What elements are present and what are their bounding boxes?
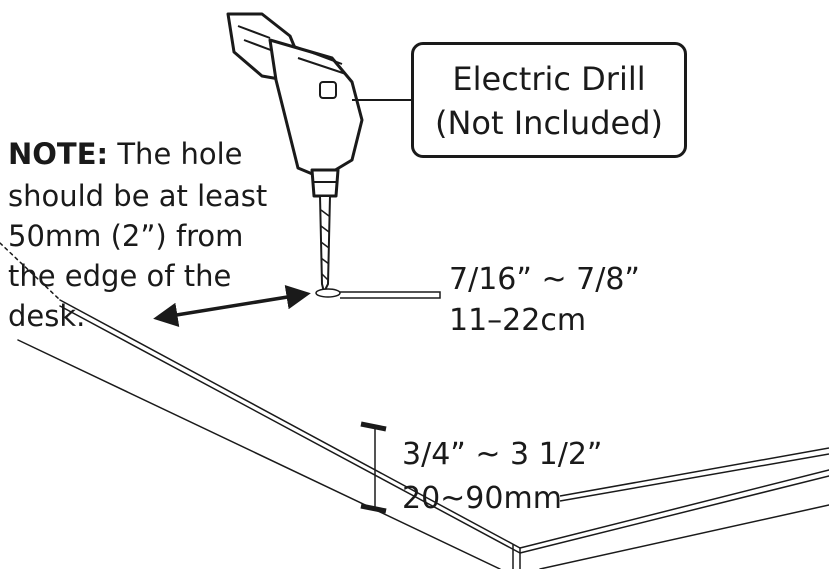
thickness-dimension-marker bbox=[360, 421, 829, 514]
note-line-2: should be at least bbox=[8, 179, 268, 213]
note-line-5: desk. bbox=[8, 299, 86, 333]
thickness-imperial: 3/4” ~ 3 1/2” bbox=[402, 437, 603, 472]
callout-subtitle: (Not Included) bbox=[435, 104, 663, 142]
note-prefix: NOTE: bbox=[8, 137, 109, 171]
note-line-1: NOTE: The hole bbox=[8, 140, 243, 169]
desk-outline bbox=[0, 242, 829, 569]
hole-size-imperial: 7/16” ~ 7/8” bbox=[449, 262, 640, 297]
note-line-4: the edge of the bbox=[8, 259, 232, 293]
drill-callout-box: Electric Drill (Not Included) bbox=[411, 42, 687, 158]
callout-title: Electric Drill bbox=[452, 60, 646, 98]
double-arrow-icon bbox=[153, 285, 311, 327]
hole-mark bbox=[315, 288, 341, 298]
drill-icon bbox=[226, 12, 364, 293]
hole-dimension-leader bbox=[340, 291, 441, 299]
note-text-1: The hole bbox=[117, 137, 243, 171]
note-line-3: 50mm (2”) from bbox=[8, 219, 244, 253]
thickness-metric: 20~90mm bbox=[402, 481, 562, 516]
hole-size-metric: 11–22cm bbox=[449, 303, 587, 338]
